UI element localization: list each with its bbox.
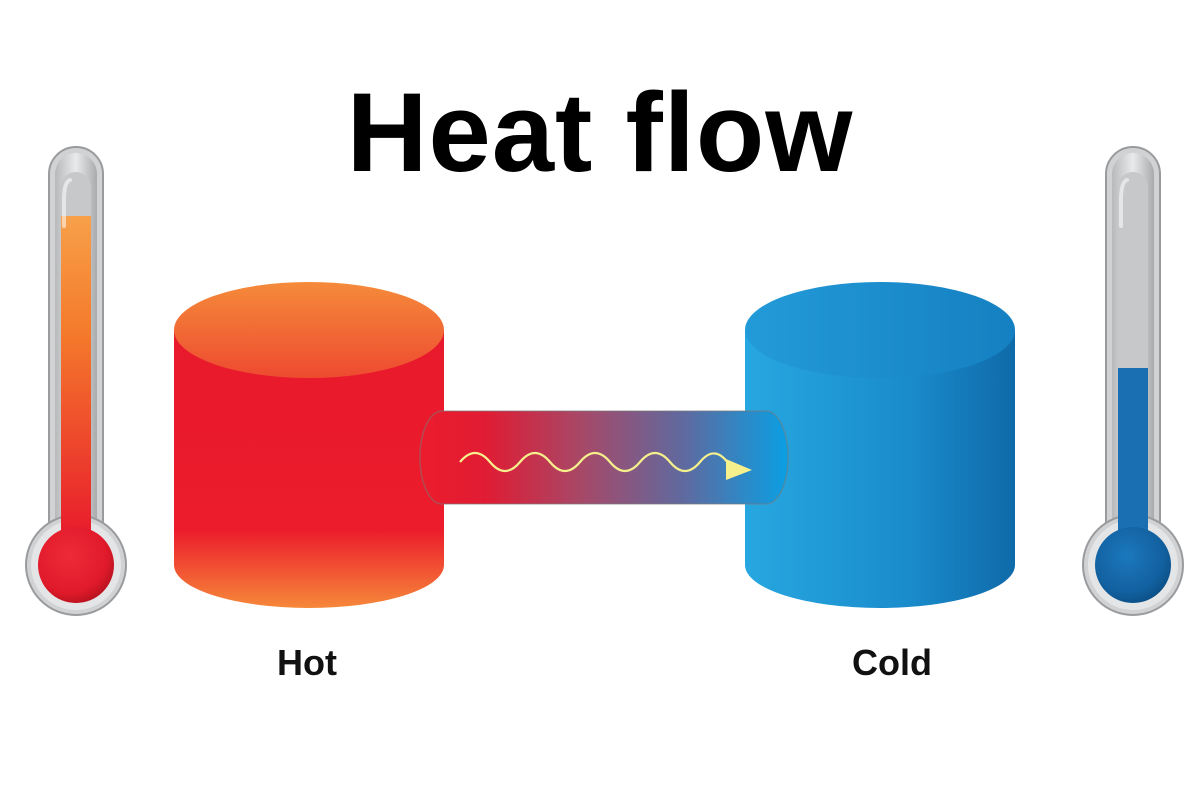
cold-cylinder: [745, 282, 1015, 608]
heat-flow-wave: [459, 451, 731, 473]
hot-thermometer-liquid: [61, 216, 91, 542]
heat-flow-arrow-icon: [726, 459, 752, 480]
hot-thermometer-bulb: [38, 527, 114, 603]
cold-thermometer: [1082, 146, 1184, 616]
hot-label: Hot: [277, 642, 337, 683]
diagram-title: Heat flow: [346, 70, 854, 195]
cold-thermometer-bulb: [1095, 527, 1171, 603]
hot-cylinder: [174, 282, 444, 608]
cold-label: Cold: [852, 642, 932, 683]
heat-transfer-tube: [419, 410, 789, 505]
hot-thermometer: [25, 146, 127, 616]
cold-thermometer-liquid: [1118, 368, 1148, 542]
